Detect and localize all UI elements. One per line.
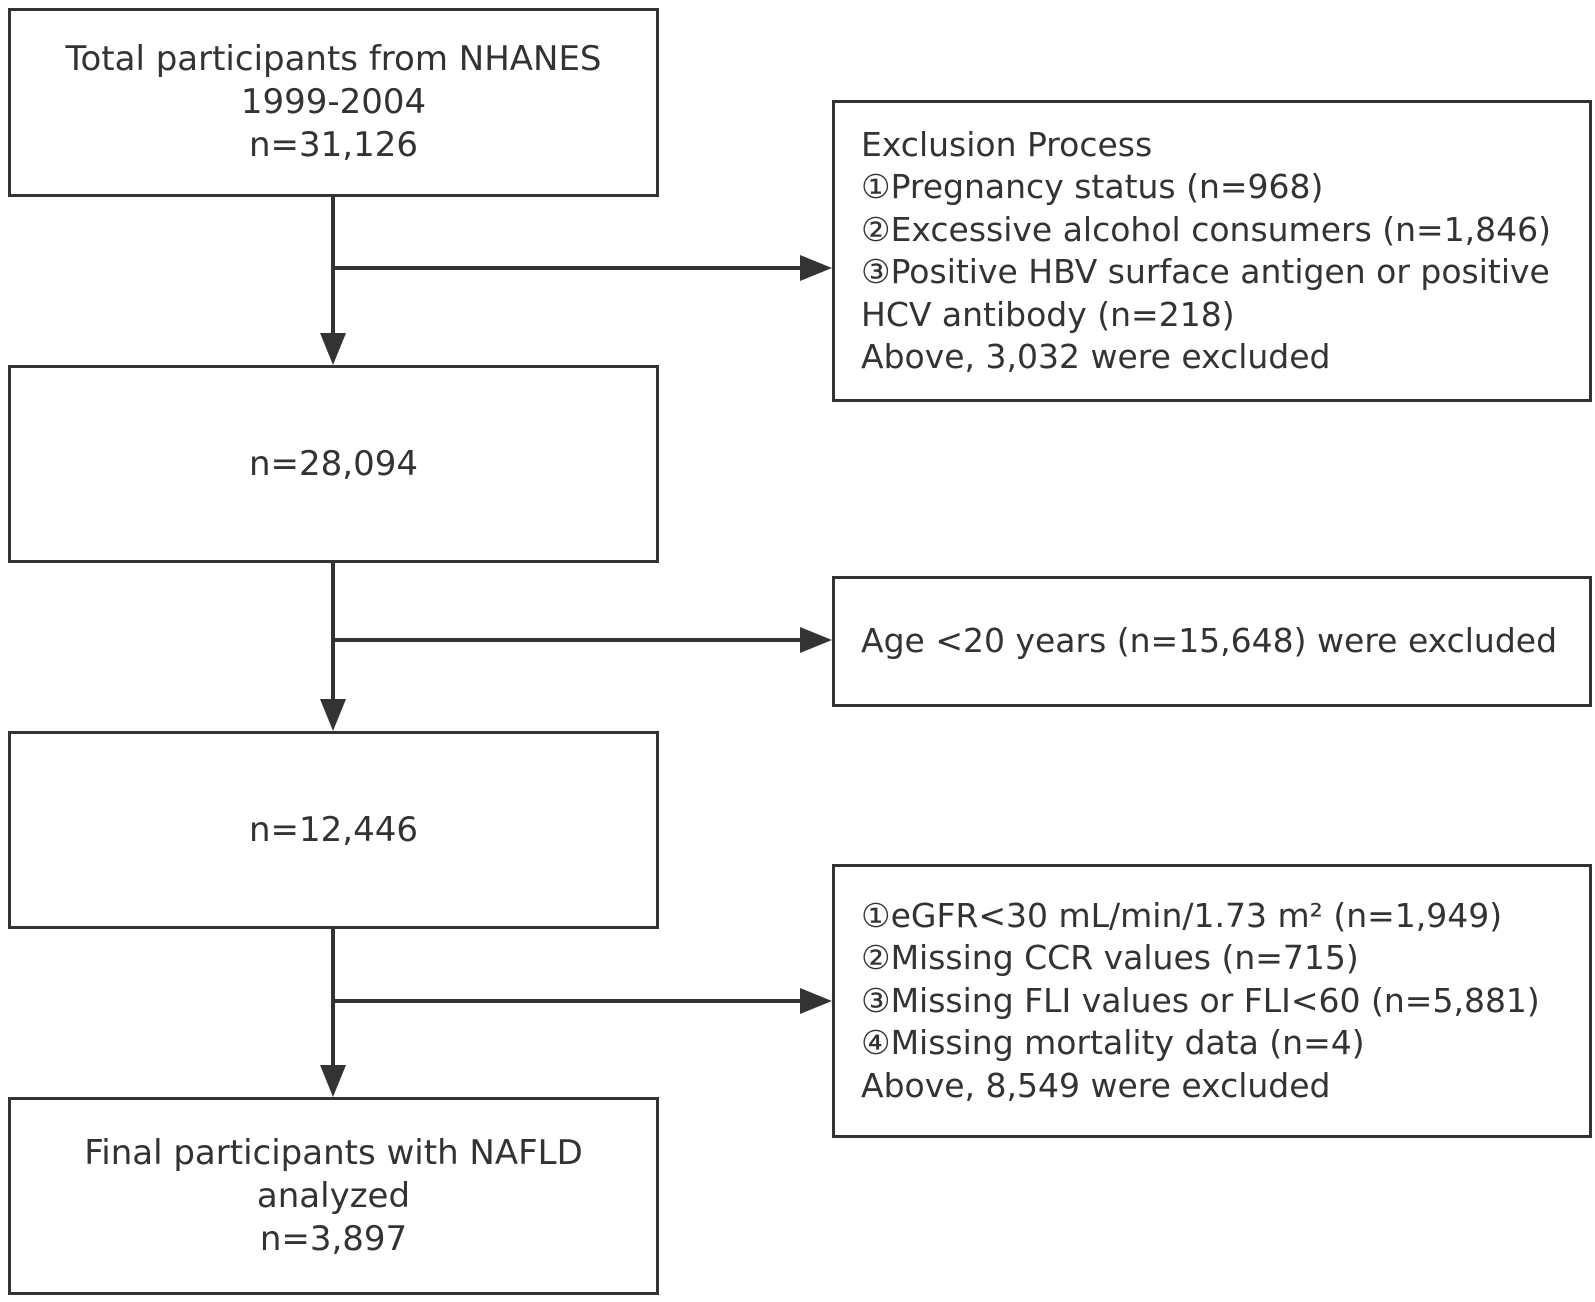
exclusion-process-line-6: Above, 3,032 were excluded (861, 337, 1331, 376)
box-after-exclusion-2: n=12,446 (8, 731, 659, 929)
missing-data-line-2: ②Missing CCR values (n=715) (861, 938, 1359, 978)
box-after-exclusion-1: n=28,094 (8, 365, 659, 563)
box-age-exclusion: Age <20 years (n=15,648) were excluded (832, 576, 1592, 707)
box-total-participants-line-2: 1999-2004 (240, 82, 427, 122)
box-total-participants-line-1: Total participants from NHANES (65, 39, 602, 79)
arrowhead-down-2 (320, 699, 346, 731)
arrowhead-down-3 (320, 1065, 346, 1097)
box-final-participants-line-2: analyzed (256, 1175, 411, 1216)
box-final-participants-line-3: n=3,897 (259, 1218, 408, 1259)
arrowhead-right-3 (800, 988, 832, 1014)
missing-data-line-3: ③Missing FLI values or FLI<60 (n=5,881) (861, 980, 1540, 1020)
box-final-participants-line-1: Final participants with NAFLD (84, 1132, 583, 1173)
box-total-participants-line-3: n=31,126 (248, 125, 418, 165)
missing-data-line-1: ①eGFR<30 mL/min/1.73 m² (n=1,949) (861, 895, 1503, 935)
exclusion-process-line-1: Exclusion Process (861, 124, 1153, 164)
arrowhead-right-2 (800, 627, 832, 653)
missing-data-line-5: Above, 8,549 were excluded (861, 1065, 1331, 1105)
box-after-exclusion-2-line-1: n=12,446 (248, 809, 418, 850)
exclusion-process-line-2: ①Pregnancy status (n=968) (861, 167, 1324, 206)
arrowhead-right-1 (800, 255, 832, 281)
box-exclusion-process: Exclusion Process ①Pregnancy status (n=9… (832, 100, 1592, 402)
box-after-exclusion-1-line-1: n=28,094 (248, 443, 418, 484)
box-final-participants: Final participants with NAFLD analyzed n… (8, 1097, 659, 1295)
exclusion-process-line-4: ③Positive HBV surface antigen or positiv… (861, 252, 1550, 291)
exclusion-process-line-5: HCV antibody (n=218) (861, 294, 1235, 334)
age-exclusion-line-1: Age <20 years (n=15,648) were excluded (861, 621, 1558, 661)
exclusion-process-line-3: ②Excessive alcohol consumers (n=1,846) (861, 209, 1552, 249)
missing-data-line-4: ④Missing mortality data (n=4) (861, 1023, 1365, 1063)
box-missing-data-exclusion: ①eGFR<30 mL/min/1.73 m² (n=1,949) ②Missi… (832, 864, 1592, 1138)
arrowhead-down-1 (320, 333, 346, 365)
box-total-participants: Total participants from NHANES 1999-2004… (8, 8, 659, 197)
